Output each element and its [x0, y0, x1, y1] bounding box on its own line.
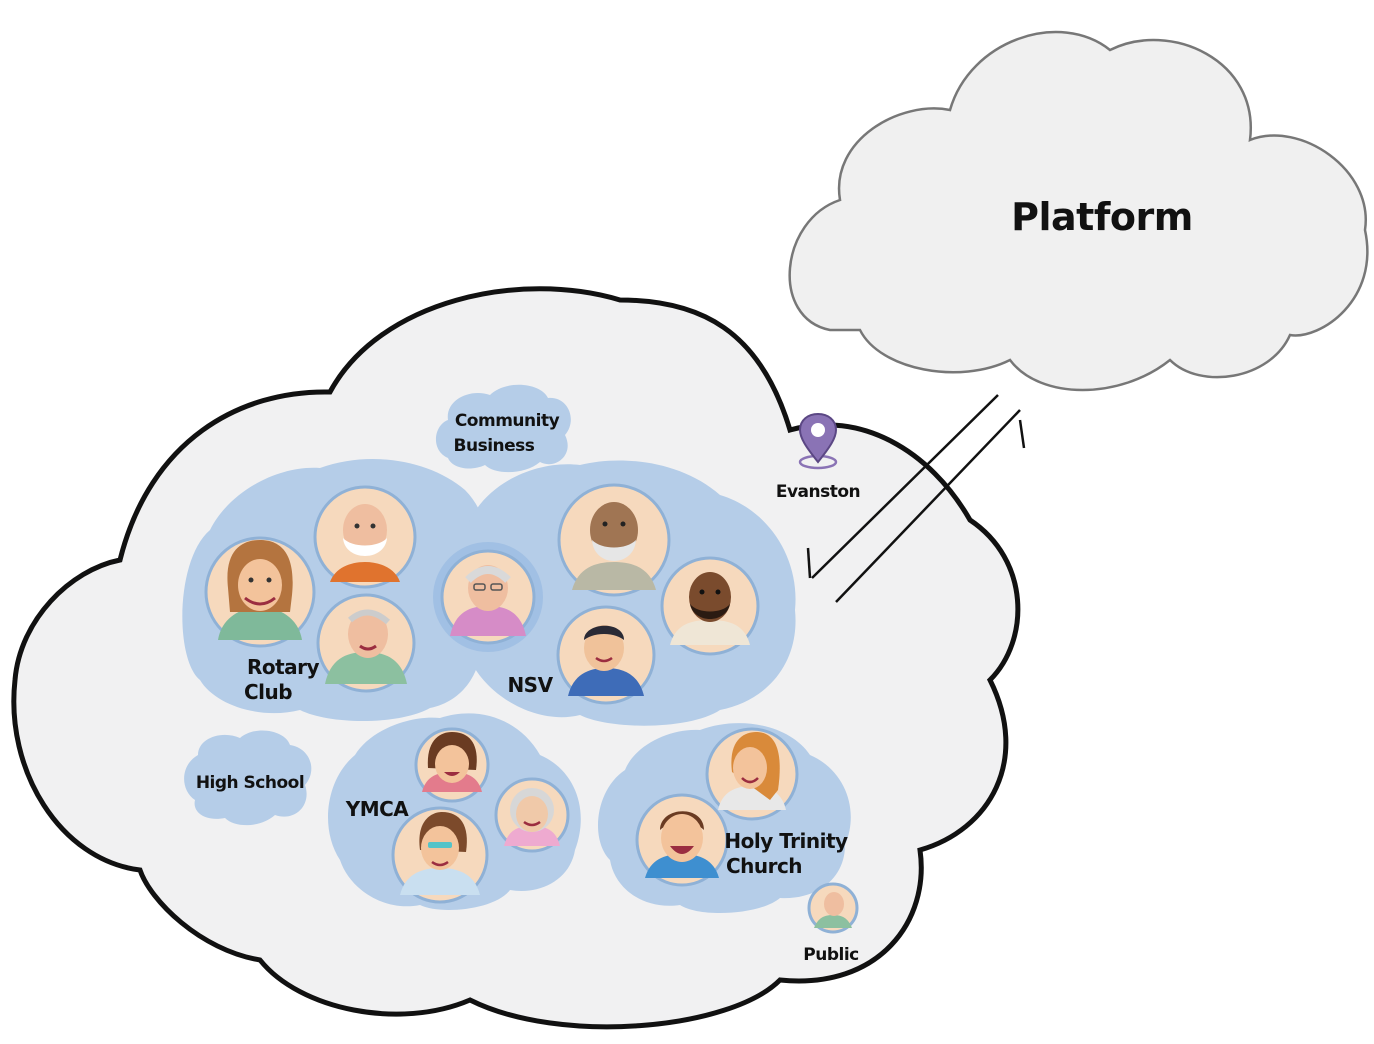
public-label: Public: [803, 945, 858, 965]
smiling-man-avatar: [635, 793, 729, 887]
connection-lines: [806, 394, 1026, 603]
community-business-cloud: [435, 384, 571, 473]
doctor-avatar: [391, 806, 489, 904]
high-school-cloud: [184, 730, 312, 826]
elderly-woman-glasses-avatar: [433, 542, 543, 652]
young-man-avatar: [556, 605, 656, 705]
elderly-man-avatar: [316, 593, 416, 693]
rotary-club-label-line1: Rotary: [247, 655, 320, 679]
holy-trinity-label-line2: Church: [726, 854, 802, 878]
location-label: Evanston: [776, 482, 860, 502]
rotary-club-label-line2: Club: [244, 680, 292, 704]
grandmother-avatar: [494, 777, 570, 853]
grey-bearded-man-avatar: [557, 483, 671, 597]
nsv-label: NSV: [507, 673, 553, 697]
ymca-label: YMCA: [345, 797, 410, 821]
red-haired-woman-avatar: [705, 727, 799, 821]
platform-cloud: [788, 30, 1369, 392]
map-pin-icon: [798, 412, 838, 470]
holy-trinity-label-line1: Holy Trinity: [724, 829, 848, 853]
bearded-old-man-avatar: [313, 485, 417, 589]
bald-bearded-man-avatar: [660, 556, 760, 656]
community-business-label-line2: Business: [454, 436, 535, 456]
community-business-label-line1: Community: [455, 411, 560, 431]
high-school-label: High School: [196, 773, 304, 793]
public-avatar: [807, 882, 859, 934]
platform-label: Platform: [1011, 195, 1193, 239]
girl-avatar: [414, 727, 490, 803]
woman-avatar: [204, 536, 316, 648]
